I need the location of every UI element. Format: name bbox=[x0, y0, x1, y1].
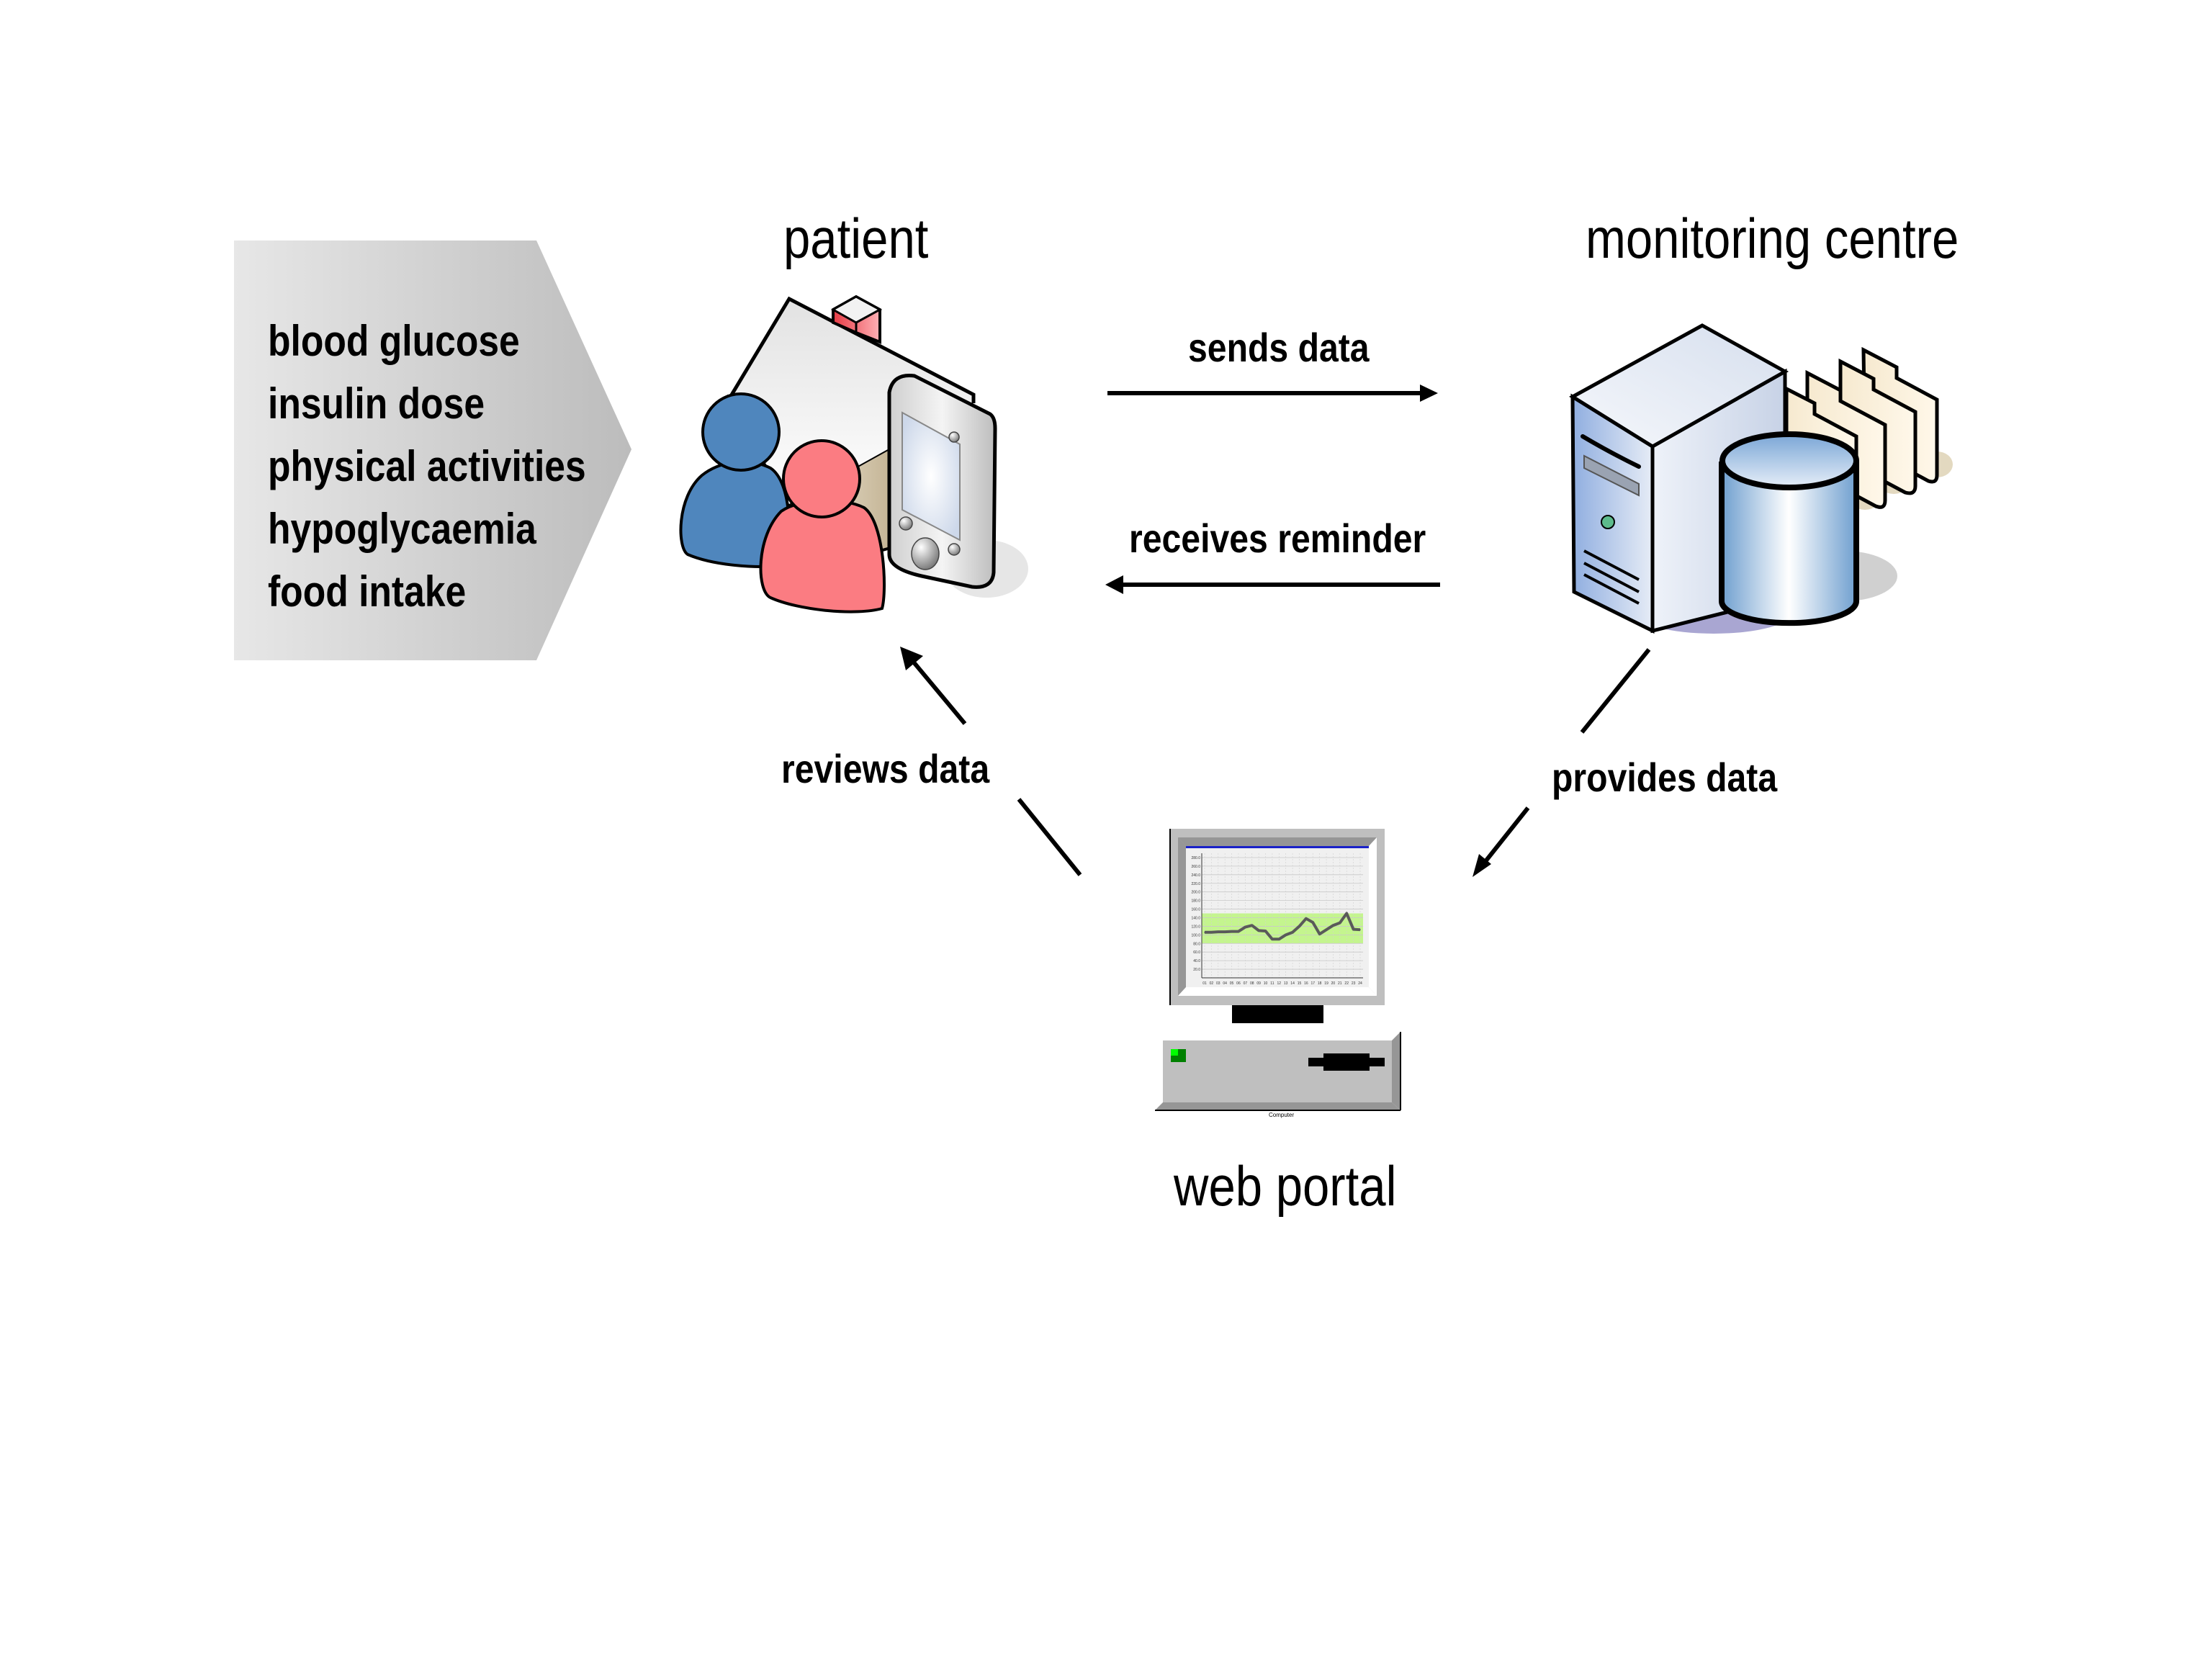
median-point bbox=[1346, 912, 1348, 914]
web-portal-computer-icon: 20.0 40.0 60.0 80.0 100.0 120.0 140.0 160.0 180.… bbox=[1155, 829, 1401, 1111]
input-item: blood glucose bbox=[268, 317, 520, 365]
x-tick-label: 19 bbox=[1324, 981, 1328, 986]
x-tick-label: 20 bbox=[1331, 981, 1336, 986]
median-point bbox=[1258, 930, 1259, 932]
y-tick-label: 280.0 bbox=[1191, 856, 1200, 860]
computer-base bbox=[1163, 1040, 1392, 1102]
x-tick-label: 03 bbox=[1216, 981, 1220, 986]
median-point bbox=[1272, 938, 1273, 940]
provides-data-arrow bbox=[1473, 648, 1651, 877]
x-tick-label: 13 bbox=[1284, 981, 1288, 986]
median-point bbox=[1251, 925, 1253, 927]
provides-data-label: provides data bbox=[1552, 755, 1778, 800]
median-point bbox=[1332, 925, 1334, 927]
x-tick-label: 11 bbox=[1270, 981, 1274, 986]
sends-data-label: sends data bbox=[1188, 325, 1370, 370]
y-tick-label: 60.0 bbox=[1193, 950, 1200, 955]
y-tick-label: 140.0 bbox=[1191, 916, 1200, 920]
y-tick-label: 260.0 bbox=[1191, 865, 1200, 869]
median-point bbox=[1217, 931, 1219, 932]
y-tick-label: 240.0 bbox=[1191, 873, 1200, 878]
median-point bbox=[1204, 931, 1205, 933]
house-roof-icon bbox=[729, 299, 974, 504]
median-point bbox=[1231, 930, 1233, 932]
monitoring-centre-icon bbox=[1569, 323, 1953, 634]
x-tick-label: 01 bbox=[1202, 981, 1207, 986]
x-tick-label: 21 bbox=[1338, 981, 1342, 986]
median-point bbox=[1244, 926, 1246, 928]
x-tick-label: 23 bbox=[1352, 981, 1356, 986]
pda-screen bbox=[902, 411, 961, 541]
y-tick-label: 220.0 bbox=[1191, 882, 1200, 886]
x-tick-label: 08 bbox=[1250, 981, 1254, 986]
x-tick-label: 12 bbox=[1277, 981, 1282, 986]
median-point bbox=[1298, 925, 1300, 927]
person-pink-icon bbox=[759, 439, 886, 613]
median-point bbox=[1352, 928, 1354, 930]
x-tick-label: 18 bbox=[1318, 981, 1322, 986]
x-tick-label: 07 bbox=[1244, 981, 1248, 986]
database-cylinder-icon bbox=[1719, 431, 1859, 626]
x-tick-label: 16 bbox=[1304, 981, 1308, 986]
arrows bbox=[900, 385, 1651, 877]
median-point bbox=[1224, 931, 1226, 932]
monitor-stand bbox=[1232, 1005, 1323, 1023]
patient-title: patient bbox=[783, 207, 929, 270]
glucose-chart: 20.0 40.0 60.0 80.0 100.0 120.0 140.0 160.0 180.… bbox=[1191, 853, 1363, 986]
input-item: physical activities bbox=[268, 442, 586, 490]
x-tick-label: 24 bbox=[1358, 981, 1362, 986]
person-blue-icon bbox=[679, 392, 791, 568]
median-point bbox=[1326, 929, 1327, 930]
patient-icon bbox=[679, 295, 1028, 613]
median-series-line bbox=[1205, 912, 1361, 941]
y-tick-label: 80.0 bbox=[1193, 942, 1200, 946]
x-tick-label: 15 bbox=[1298, 981, 1302, 986]
x-tick-label: 05 bbox=[1230, 981, 1234, 986]
median-point bbox=[1359, 929, 1361, 930]
median-point bbox=[1339, 922, 1341, 924]
median-point bbox=[1318, 933, 1321, 935]
y-tick-label: 100.0 bbox=[1191, 933, 1200, 938]
x-tick-label: 02 bbox=[1210, 981, 1214, 986]
median-point bbox=[1312, 922, 1314, 923]
median-point bbox=[1285, 934, 1287, 936]
input-item: hypoglycaemia bbox=[268, 505, 536, 553]
median-point bbox=[1238, 930, 1239, 932]
receives-reminder-label: receives reminder bbox=[1129, 516, 1426, 561]
median-point bbox=[1278, 938, 1280, 940]
x-tick-label: 06 bbox=[1236, 981, 1241, 986]
inputs-list: blood glucose insulin dose physical acti… bbox=[268, 310, 638, 623]
y-tick-label: 160.0 bbox=[1191, 908, 1200, 912]
web-portal-title: web portal bbox=[1174, 1154, 1397, 1218]
monitoring-centre-title: monitoring centre bbox=[1586, 207, 1959, 270]
receives-reminder-arrow bbox=[1105, 575, 1440, 594]
median-point bbox=[1264, 930, 1267, 932]
y-tick-label: 40.0 bbox=[1193, 959, 1200, 963]
y-tick-label: 180.0 bbox=[1191, 899, 1200, 904]
pda-device-icon bbox=[887, 373, 997, 589]
y-tick-label: 20.0 bbox=[1193, 968, 1200, 972]
median-point bbox=[1210, 931, 1213, 933]
x-tick-label: 09 bbox=[1256, 981, 1261, 986]
y-tick-label: 120.0 bbox=[1191, 925, 1200, 929]
y-tick-label: 200.0 bbox=[1191, 891, 1200, 895]
median-point bbox=[1292, 931, 1293, 933]
x-tick-label: 04 bbox=[1223, 981, 1227, 986]
reviews-data-label: reviews data bbox=[781, 746, 990, 791]
median-point bbox=[1305, 917, 1307, 920]
computer-caption: Computer bbox=[1269, 1112, 1295, 1118]
x-tick-label: 10 bbox=[1264, 981, 1268, 986]
x-tick-label: 22 bbox=[1344, 981, 1349, 986]
inputs-panel-shape bbox=[234, 240, 631, 660]
x-tick-label: 17 bbox=[1310, 981, 1315, 986]
sends-data-arrow bbox=[1107, 385, 1438, 402]
x-tick-label: 14 bbox=[1290, 981, 1295, 986]
input-item: insulin dose bbox=[268, 379, 485, 428]
reviews-data-arrow bbox=[900, 647, 1082, 876]
input-item: food intake bbox=[268, 567, 467, 616]
